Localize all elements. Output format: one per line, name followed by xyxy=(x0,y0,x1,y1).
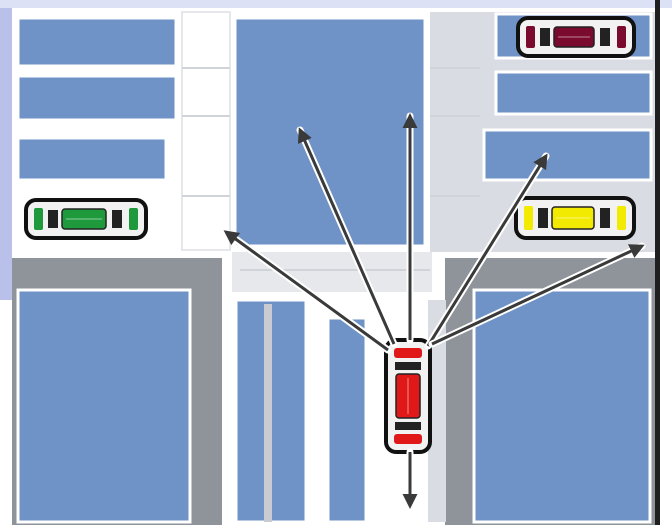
city-block-strip xyxy=(428,300,446,522)
city-block xyxy=(482,128,653,182)
city-block-large xyxy=(233,16,427,248)
city-block-strip xyxy=(326,316,368,524)
city-block-bottom-left xyxy=(16,288,192,524)
arrow-up-right xyxy=(424,152,550,350)
yellow-car xyxy=(514,196,636,240)
arrow-left xyxy=(222,228,392,354)
arrow-up-left xyxy=(296,126,398,348)
arrow-right xyxy=(428,242,646,348)
red-car xyxy=(384,338,432,454)
lane-line xyxy=(264,304,272,522)
city-block xyxy=(16,16,178,68)
frame-edge xyxy=(655,0,660,525)
slide-edge-strip xyxy=(0,0,12,300)
city-block xyxy=(16,136,168,182)
top-edge-strip xyxy=(0,0,672,8)
city-block xyxy=(494,70,653,116)
lane-marking xyxy=(181,11,231,251)
green-car xyxy=(24,198,148,240)
maroon-car xyxy=(516,16,636,58)
city-block-bottom-right xyxy=(472,288,652,524)
city-block xyxy=(16,74,178,122)
